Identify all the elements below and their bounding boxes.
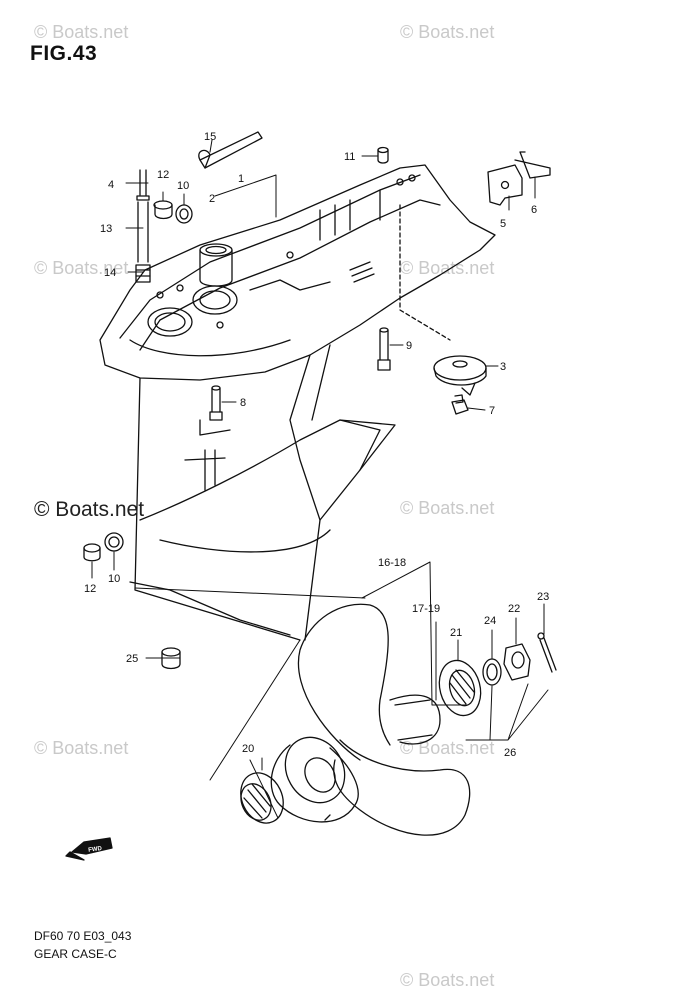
stud-bolt xyxy=(135,169,151,283)
part-label: 14 xyxy=(104,267,116,279)
watermark: © Boats.net xyxy=(34,22,129,42)
part-label: 25 xyxy=(126,653,138,665)
part-label: 7 xyxy=(489,405,495,417)
plug-25 xyxy=(161,647,181,670)
bolt-9 xyxy=(377,327,391,371)
part-label: 8 xyxy=(240,397,246,409)
part-label: 13 xyxy=(100,223,112,235)
part-label: 23 xyxy=(537,591,549,603)
anode-part xyxy=(433,355,487,396)
part-label: 10 xyxy=(108,573,120,585)
figure-title: FIG.43 xyxy=(30,42,98,65)
bushing-part xyxy=(199,243,233,287)
part-label: 15 xyxy=(204,131,216,143)
watermark: © Boats.net xyxy=(400,498,495,518)
part-label: 1 xyxy=(238,173,244,185)
propeller xyxy=(270,603,471,836)
part-label: 10 xyxy=(177,180,189,192)
watermark: © Boats.net xyxy=(34,258,129,278)
diagram-name: GEAR CASE-C xyxy=(34,947,117,961)
thrust-washer-21 xyxy=(438,659,482,717)
part-label: 4 xyxy=(108,179,114,191)
watermark: © Boats.net xyxy=(400,970,495,990)
part-label: 2 xyxy=(209,193,215,205)
bolt-8 xyxy=(209,385,223,421)
cable-part xyxy=(198,131,263,169)
part-label: 11 xyxy=(344,151,355,163)
watermark: © Boats.net xyxy=(34,738,129,758)
part-label: 9 xyxy=(406,340,412,352)
drain-plug-lower xyxy=(83,532,124,562)
watermark-dark: © Boats.net xyxy=(34,498,145,521)
forward-direction-badge xyxy=(65,837,113,861)
dowel-pin xyxy=(377,146,389,164)
part-label: 20 xyxy=(242,743,254,755)
part-label: 24 xyxy=(484,615,496,627)
leader-lines xyxy=(91,139,549,819)
part-label: 21 xyxy=(450,627,462,639)
part-label: 12 xyxy=(84,583,96,595)
part-label: 12 xyxy=(157,169,169,181)
part-label: 6 xyxy=(531,204,537,216)
nut-22 xyxy=(503,643,531,681)
cotter-pin-23 xyxy=(537,632,557,673)
anode-bracket xyxy=(487,151,551,206)
gear-case-housing xyxy=(99,164,496,641)
part-label: 17-19 xyxy=(412,603,440,615)
part-label: 3 xyxy=(500,361,506,373)
diagram-code: DF60 70 E03_043 xyxy=(34,929,132,943)
bolt-7 xyxy=(451,394,469,415)
drain-plug-upper xyxy=(153,200,193,224)
part-labels: 1 2 3 4 5 6 7 8 9 10 10 11 12 12 13 14 1… xyxy=(84,131,549,854)
part-label: 16-18 xyxy=(378,557,406,569)
spacer-20 xyxy=(240,772,284,824)
fwd-badge-text: FWD xyxy=(88,846,103,854)
watermark: © Boats.net xyxy=(400,258,495,278)
part-label: 26 xyxy=(504,747,516,759)
watermark: © Boats.net xyxy=(400,22,495,42)
washer-24 xyxy=(482,658,502,686)
part-label: 5 xyxy=(500,218,506,230)
part-label: 22 xyxy=(508,603,520,615)
